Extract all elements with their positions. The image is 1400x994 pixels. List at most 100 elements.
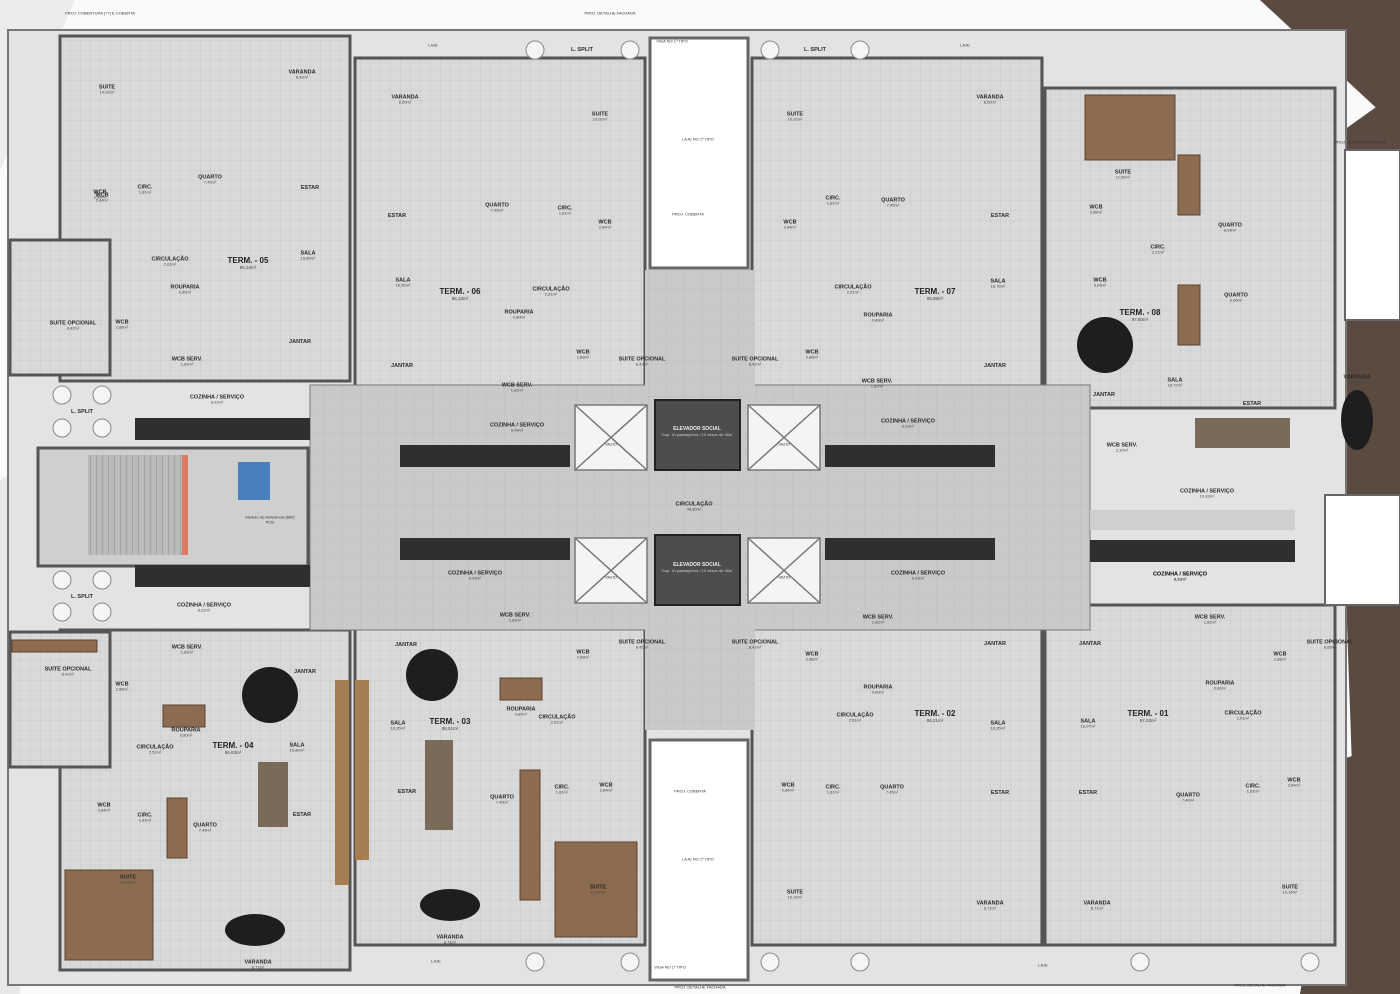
room-name: SUITE OPCIONAL — [1306, 639, 1354, 646]
beds-and-wood — [11, 94, 1201, 961]
room-name: QUARTO — [1218, 222, 1242, 229]
room-name: L. SPLIT — [71, 593, 93, 600]
laje-label-4: LAJE — [1038, 962, 1048, 968]
room-name: CIRC. — [1150, 244, 1166, 251]
room-name: WCB SERV. — [501, 382, 533, 389]
room-name: QUARTO — [1176, 792, 1200, 799]
room-name: CIRC. — [137, 812, 153, 819]
header-proj-cobertura: PROJ. COBERTURA (??) E COBERTA — [65, 10, 135, 16]
room-area: 1,81m² — [138, 817, 152, 823]
room-name: WCB SERV. — [1106, 442, 1138, 449]
room-name: WCB — [1273, 651, 1287, 658]
room-name: SUITE — [786, 111, 804, 118]
room-label-r40: WCB SERV.1,82m² — [862, 379, 893, 390]
proj-coberta-top: PROJ. COBERTA — [672, 211, 704, 217]
room-name: SALA — [390, 720, 406, 727]
room-area: 2,88m² — [115, 324, 129, 330]
room-label-r53: WCB SERV.2,30m² — [1107, 443, 1138, 454]
room-name: WCB — [1287, 777, 1301, 784]
room-area: 8,42m² — [61, 671, 75, 677]
room-name: VARANDA — [391, 94, 419, 101]
unit-01-floor — [1043, 603, 1337, 947]
room-name: JANTAR — [391, 362, 413, 369]
room-area: 7,45m² — [495, 799, 509, 805]
room-area: 0,80m² — [512, 314, 526, 320]
room-area: 2,88m² — [115, 686, 129, 692]
room-area: 0,80m² — [871, 689, 885, 695]
room-area: 1,81m² — [138, 189, 152, 195]
room-name: JANTAR — [289, 338, 311, 345]
room-name: VARANDA — [1083, 900, 1111, 907]
room-name: JANTAR — [984, 640, 1006, 647]
room-area: 10,16m² — [787, 894, 803, 900]
dining-tables — [225, 317, 1373, 946]
laje-label-3: LAJE — [431, 958, 441, 964]
room-label-r67: WCB SERV.1,82m² — [172, 645, 203, 656]
room-label-r73: CIRC.1,81m² — [138, 813, 153, 824]
room-area: 15,80m² — [289, 747, 305, 753]
room-area: 7,45m² — [198, 827, 212, 833]
room-label-r58: L. SPLIT — [571, 47, 593, 53]
room-area: 10,02m² — [99, 89, 115, 95]
room-area: 2,51m² — [1236, 715, 1250, 721]
room-name: CIRC. — [137, 184, 153, 191]
room-area: 0,80m² — [178, 289, 192, 295]
room-area: 7,45m² — [490, 207, 504, 213]
room-label-r34: ESTAR — [991, 213, 1009, 219]
vazio-shafts — [574, 404, 821, 604]
room-area: 1,81m² — [555, 789, 569, 795]
room-area: 2,84m² — [1287, 782, 1301, 788]
room-name: COZINHA / SERVIÇO — [489, 422, 545, 429]
room-area: 8,71m² — [1090, 905, 1104, 911]
room-area: 8,42m² — [748, 361, 762, 367]
proj-coberta-bottom: PROJ. COBERTA — [674, 788, 706, 794]
viga-bottom-label: VIGA NO 1º TIPO — [654, 964, 686, 970]
room-area: 15,80m² — [300, 255, 316, 261]
room-label-r59: L. SPLIT — [804, 47, 826, 53]
footer-proj-detalhe-right: PROJ. DETALHE FACHADA — [1234, 982, 1286, 988]
room-name: CIRC. — [557, 205, 573, 212]
room-area: 1,82m² — [180, 361, 194, 367]
room-label-r57: L. SPLIT — [71, 594, 93, 600]
room-area: 2,51m² — [846, 289, 860, 295]
room-area: 8,50m² — [398, 99, 412, 105]
room-name: JANTAR — [1079, 640, 1101, 647]
room-area: 10,02m² — [590, 889, 606, 895]
room-name: ESTAR — [990, 789, 1010, 796]
room-label-r75: ESTAR — [293, 812, 311, 818]
wood-partitions — [335, 680, 369, 885]
room-name: WCB — [599, 782, 613, 789]
room-name: QUARTO — [198, 174, 222, 181]
room-name: WCB SERV. — [171, 644, 203, 651]
sofas — [258, 418, 1290, 830]
room-area: 18,72m² — [1167, 382, 1183, 388]
room-label-r87: CIRC.1,81m² — [555, 785, 570, 796]
room-name: WCB — [115, 319, 129, 326]
split-condensers — [52, 40, 1320, 972]
room-label-r20: ESTAR — [388, 213, 406, 219]
room-name: SUITE OPCIONAL — [731, 639, 779, 646]
